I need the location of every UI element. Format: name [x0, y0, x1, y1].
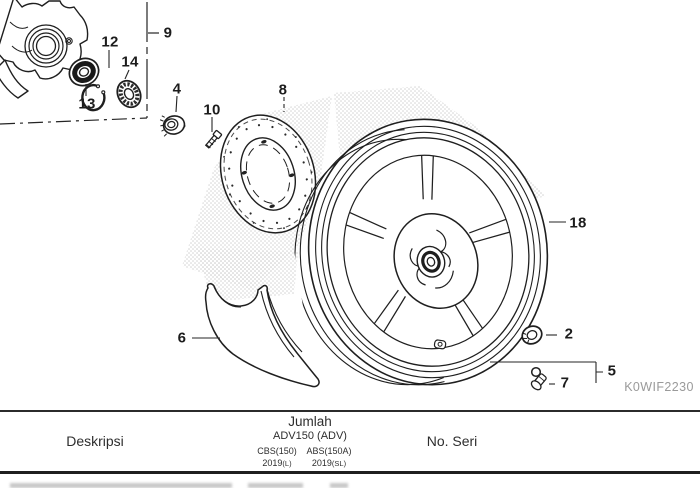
bolt-drawing: [204, 129, 223, 149]
table-bottom-rule: [0, 471, 700, 474]
callout-8[interactable]: 8: [278, 81, 288, 99]
callout-9[interactable]: 9: [163, 24, 173, 42]
callout-13[interactable]: 13: [78, 95, 96, 113]
tire-valve-drawing: [530, 366, 547, 391]
variant-abs-label: ABS(150A): [306, 446, 352, 456]
bearing-drawing: [68, 57, 100, 87]
column-header-jumlah: Jumlah: [288, 414, 332, 429]
leader-lines: [85, 50, 603, 385]
year-abs-label: 2019(SL): [311, 458, 347, 468]
column-header-no-seri: No. Seri: [426, 433, 478, 449]
illegible-text-smudge: [10, 483, 232, 488]
axle-nut-drawing: [159, 115, 186, 137]
callout-6[interactable]: 6: [177, 329, 187, 347]
year-cbs-label: 2019(L): [262, 458, 292, 468]
callout-18[interactable]: 18: [569, 214, 587, 232]
illegible-text-smudge: [248, 483, 303, 488]
jumlah-model-label: ADV150 (ADV): [273, 430, 347, 442]
wheel-hub: [393, 213, 479, 309]
mud-guard-drawing: [204, 283, 320, 388]
jumlah-year-row: 2019(L) 2019(SL): [251, 458, 355, 468]
grommet-drawing: [521, 325, 543, 345]
callout-14[interactable]: 14: [121, 53, 139, 71]
callout-4[interactable]: 4: [172, 80, 182, 98]
brake-disc-drawing: [219, 114, 317, 234]
swingarm-reference-drawing: [0, 0, 89, 99]
callout-2[interactable]: 2: [564, 325, 574, 343]
jumlah-variant-row: CBS(150) ABS(150A): [251, 446, 355, 456]
callout-10[interactable]: 10: [203, 101, 221, 119]
column-header-deskripsi: Deskripsi: [66, 433, 124, 449]
table-top-rule: [0, 410, 700, 412]
variant-cbs-label: CBS(150): [257, 446, 297, 456]
dust-seal-drawing: [116, 79, 142, 109]
disc-drill-holes: [223, 118, 313, 230]
group-boundary-line: [0, 2, 159, 125]
callout-5[interactable]: 5: [607, 362, 617, 380]
callout-7[interactable]: 7: [560, 374, 570, 392]
illegible-text-smudge: [330, 483, 348, 488]
diagram-code: K0WIF2230: [624, 380, 694, 394]
rear-wheel-drawing: [294, 118, 549, 386]
circlip-drawing: [81, 83, 106, 112]
callout-12[interactable]: 12: [101, 33, 119, 51]
